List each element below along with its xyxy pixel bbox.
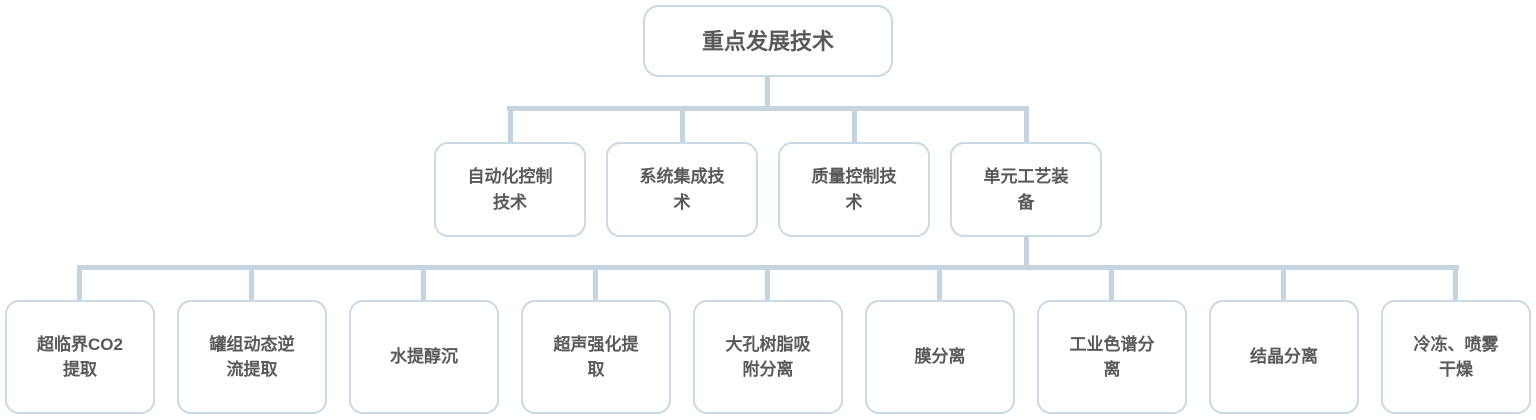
node-unit-process-equipment: 单元工艺装备	[950, 142, 1102, 237]
node-label: 重点发展技术	[701, 28, 834, 54]
node-crystallization-separation: 结晶分离	[1209, 300, 1359, 414]
node-industrial-chromatography-separation: 工业色谱分离	[1037, 300, 1187, 414]
connector-drop-level3-3	[421, 267, 426, 300]
node-label: 超声强化提取	[553, 334, 639, 380]
node-label: 膜分离	[914, 347, 966, 367]
connector-level2-bus	[507, 106, 1029, 111]
connector-drop-level2-2	[680, 108, 685, 142]
connector-drop-level3-7	[1109, 267, 1114, 300]
connector-drop-level3-6	[937, 267, 942, 300]
node-macroporous-resin-adsorption-separation: 大孔树脂吸附分离	[693, 300, 843, 414]
node-tank-dynamic-countercurrent-extraction: 罐组动态逆流提取	[177, 300, 327, 414]
connector-drop-level3-2	[249, 267, 254, 300]
connector-root-stem	[765, 76, 770, 109]
node-label: 自动化控制技术	[467, 167, 553, 212]
node-label: 工业色谱分离	[1069, 334, 1155, 380]
connector-drop-level2-3	[852, 108, 857, 142]
connector-drop-level2-4	[1024, 108, 1029, 142]
node-freeze-spray-drying: 冷冻、喷雾干燥	[1381, 300, 1531, 414]
node-label: 超临界CO2提取	[37, 334, 123, 380]
node-label: 水提醇沉	[390, 347, 458, 367]
node-label: 系统集成技术	[639, 167, 725, 212]
connector-drop-level3-5	[765, 267, 770, 300]
connector-drop-level3-1	[77, 267, 82, 300]
node-membrane-separation: 膜分离	[865, 300, 1015, 414]
node-water-extraction-alcohol-precipitation: 水提醇沉	[349, 300, 499, 414]
node-root-key-development-tech: 重点发展技术	[643, 5, 893, 77]
node-ultrasonic-enhanced-extraction: 超声强化提取	[521, 300, 671, 414]
connector-unit-equipment-stem	[1024, 237, 1029, 268]
node-label: 结晶分离	[1250, 347, 1318, 367]
node-label: 罐组动态逆流提取	[209, 334, 295, 380]
connector-drop-level2-1	[508, 108, 513, 142]
connector-drop-level3-4	[593, 267, 598, 300]
node-label: 大孔树脂吸附分离	[725, 334, 811, 380]
node-system-integration: 系统集成技术	[606, 142, 758, 237]
node-label: 冷冻、喷雾干燥	[1413, 334, 1499, 380]
node-label: 质量控制技术	[811, 167, 897, 212]
node-label: 单元工艺装备	[983, 167, 1069, 212]
node-automation-control: 自动化控制技术	[434, 142, 586, 237]
connector-drop-level3-8	[1281, 267, 1286, 300]
node-quality-control: 质量控制技术	[778, 142, 930, 237]
node-supercritical-co2-extraction: 超临界CO2提取	[5, 300, 155, 414]
connector-drop-level3-9	[1453, 267, 1458, 300]
